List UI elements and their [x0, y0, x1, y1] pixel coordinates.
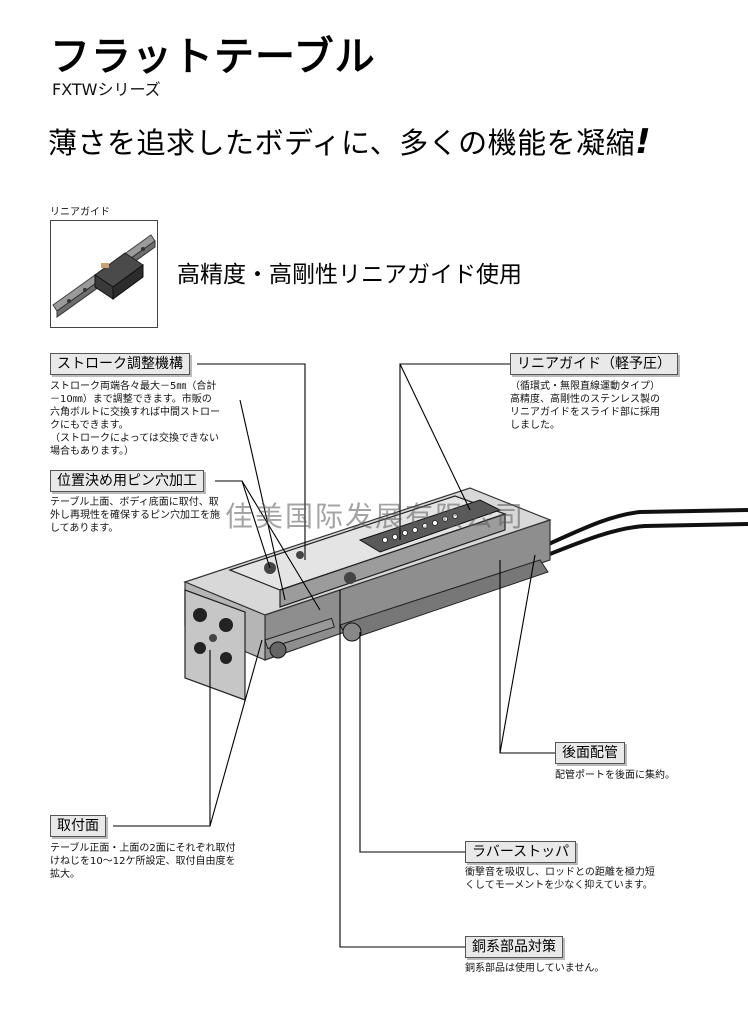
air-hose-icon [544, 522, 748, 558]
linear-guide-tag: リニアガイド（軽予圧） [510, 353, 678, 375]
pin-hole-tag: 位置決め用ピン穴加工 [50, 470, 204, 492]
page-title: フラットテーブル [50, 34, 376, 80]
guide-balls [382, 513, 458, 543]
series-name: FXTWシリーズ [52, 80, 161, 99]
port-hole [209, 634, 217, 642]
rear-piping-description: 配管ポートを後面に集約。 [555, 770, 675, 781]
pin-hole-description: テーブル上面、ボディ底面に取付、取 外し再現性を確保するピン穴加工を施 してあり… [50, 497, 220, 534]
copper-free-tag: 銅系部品対策 [465, 936, 563, 958]
stroke-adjust-description: ストローク両端各々最大－5㎜（合計 －10㎜）まで調整できます。市販の 六角ボル… [50, 381, 220, 457]
table-front [279, 513, 506, 608]
rubber-stopper-description: 衝撃音を吸収し、ロッドとの距離を極力短 くしてモーメントを少なく抑えています。 [465, 867, 655, 891]
piston-rod [264, 617, 335, 650]
port-hole [194, 642, 206, 654]
watermark: 佳美国际发展有限公司 [225, 500, 526, 533]
port-hole [220, 652, 232, 664]
rubber-stopper-icon [342, 622, 362, 642]
headline-exclamation: ! [635, 122, 652, 162]
port-hole [219, 618, 233, 632]
stroke-adjust-tag: ストローク調整機構 [50, 353, 190, 375]
rubber-stopper-tag: ラバーストッパ [465, 841, 577, 863]
pin-hole [296, 551, 304, 559]
linear-guide-photo [50, 220, 158, 328]
pin-hole [344, 572, 356, 584]
mounting-surface-tag: 取付面 [50, 815, 106, 837]
stopper-bolt [269, 641, 287, 659]
linear-guide-illustration [52, 234, 156, 318]
rear-piping-tag: 後面配管 [555, 742, 625, 764]
air-hose-icon [539, 508, 748, 550]
headline-text: 薄さを追求したボディに、多くの機能を凝縮 [48, 126, 636, 160]
port-hole [193, 608, 207, 622]
headline: 薄さを追求したボディに、多くの機能を凝縮! [48, 120, 651, 162]
linear-guide-heading: 高精度・高剛性リニアガイド使用 [177, 262, 522, 288]
linear-guide-description: （循環式・無限直線運動タイプ） 高精度、高剛性のステンレス製の リニアガイドをス… [510, 381, 660, 431]
linear-guide-caption: リニアガイド [50, 207, 110, 218]
mounting-surface-description: テーブル正面・上面の2面にそれぞれ取付 けねじを10～12ケ所設定、取付自由度を… [50, 843, 236, 880]
copper-free-description: 銅系部品は使用していません。 [465, 963, 605, 974]
